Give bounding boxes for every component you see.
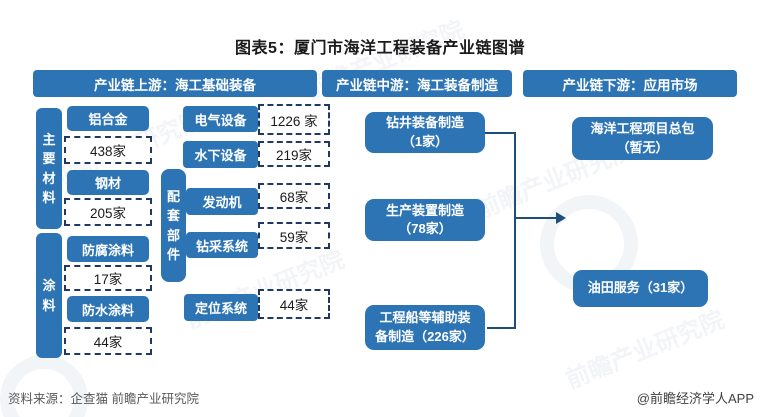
flow-connector-arrow xyxy=(485,132,566,329)
node-line1: 海洋工程项目总包 xyxy=(590,121,695,137)
header-downstream: 产业链下游：应用市场 xyxy=(523,70,737,97)
header-upstream: 产业链上游：海工基础装备 xyxy=(33,70,317,97)
node-line1: 工程船等辅助装 xyxy=(379,310,471,326)
node-steel: 钢材 xyxy=(67,170,149,195)
count-electrical-equipment: 1226 家 xyxy=(258,104,330,135)
watermark-logo xyxy=(0,355,88,417)
node-oilfield-services: 油田服务（31家） xyxy=(573,270,708,307)
count-drilling-system: 59家 xyxy=(258,222,330,249)
node-aluminum: 铝合金 xyxy=(67,106,149,131)
page-title: 图表5：厦门市海洋工程装备产业链图谱 xyxy=(235,40,525,57)
brand-watermark: @前瞻经济学人APP xyxy=(636,391,754,406)
node-production-equipment-mfg: 生产装置制造 （78家） xyxy=(365,199,485,241)
source-note: 资料来源：企查猫 前瞻产业研究院 xyxy=(8,392,199,406)
count-engine: 68家 xyxy=(258,183,330,209)
node-offshore-epc: 海洋工程项目总包 （暂无） xyxy=(572,117,713,160)
node-line2: （暂无） xyxy=(616,139,669,155)
watermark-text: 前瞻产业研究院 xyxy=(562,306,729,395)
node-drilling-system: 钻采系统 xyxy=(186,232,258,258)
group-label-text: 涂料 xyxy=(42,278,56,313)
node-anticorrosion-coating: 防腐涂料 xyxy=(67,236,149,262)
count-anticorrosion-coating: 17家 xyxy=(64,265,152,291)
node-line1: 生产装置制造 xyxy=(385,202,464,218)
node-line1: 油田服务（31家） xyxy=(587,280,694,296)
node-line2: 备制造（226家） xyxy=(375,328,475,344)
node-waterproof-coating: 防水涂料 xyxy=(67,296,149,322)
count-waterproof-coating: 44家 xyxy=(64,327,152,355)
group-label-main-materials: 主要材料 xyxy=(36,108,62,229)
group-label-text: 配套部件 xyxy=(166,188,180,263)
node-line1: 钻井装备制造 xyxy=(385,115,464,131)
node-positioning-system: 定位系统 xyxy=(184,294,258,321)
node-auxiliary-ship-mfg: 工程船等辅助装 备制造（226家） xyxy=(365,305,485,350)
header-midstream: 产业链中游：海工装备制造 xyxy=(322,70,512,97)
node-underwater-equipment: 水下设备 xyxy=(183,141,258,168)
group-label-text: 主要材料 xyxy=(42,131,56,206)
node-engine: 发动机 xyxy=(186,188,258,215)
count-underwater-equipment: 219家 xyxy=(258,141,330,167)
group-label-components: 配套部件 xyxy=(161,169,186,282)
count-positioning-system: 44家 xyxy=(258,289,330,319)
node-line2: （1家） xyxy=(401,133,449,149)
group-label-coatings: 涂料 xyxy=(36,233,62,358)
count-aluminum: 438家 xyxy=(64,136,152,164)
node-drilling-equipment-mfg: 钻井装备制造 （1家） xyxy=(365,112,485,153)
node-electrical-equipment: 电气设备 xyxy=(183,106,258,132)
node-line2: （78家） xyxy=(398,221,452,236)
count-steel: 205家 xyxy=(64,198,152,226)
